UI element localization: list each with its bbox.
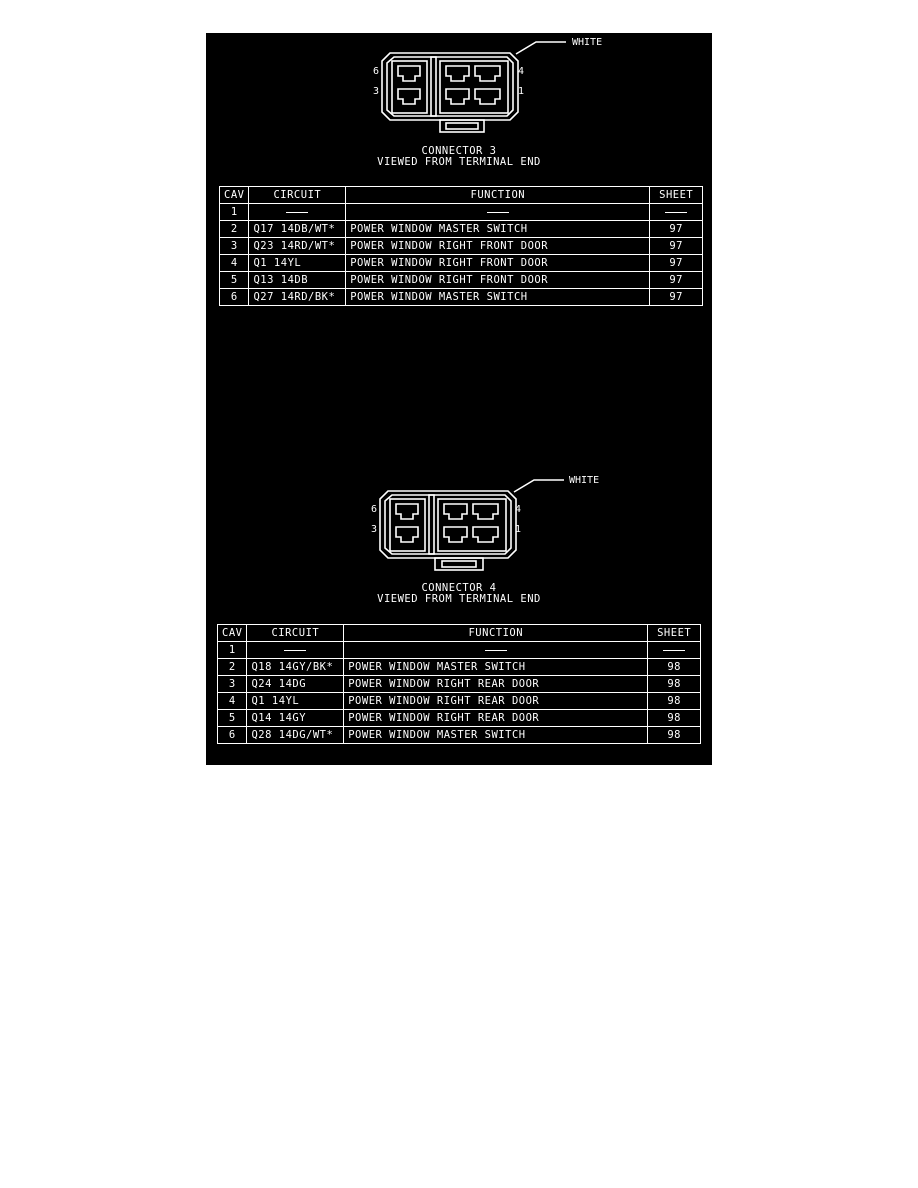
table-row: 4 Q1 14YL POWER WINDOW RIGHT REAR DOOR 9… xyxy=(216,692,701,710)
table-header-row: CAV CIRCUIT FUNCTION SHEET xyxy=(216,624,701,642)
connector-3-pin-3-label: 3 xyxy=(373,86,379,97)
cav-cell: 4 xyxy=(218,254,250,272)
sheet-cell: 98 xyxy=(647,692,701,710)
connector-3-diagram: WHITE 6 3 4 1 xyxy=(206,33,712,193)
cav-cell: 4 xyxy=(216,692,248,710)
connector-4-pin-4-label: 4 xyxy=(515,504,521,515)
cav-cell: 3 xyxy=(216,675,248,693)
circuit-cell: Q1 14YL xyxy=(246,692,345,710)
sheet-cell: 98 xyxy=(647,658,701,676)
circuit-cell: Q1 14YL xyxy=(248,254,347,272)
cav-cell: 1 xyxy=(218,203,250,221)
connector-4-diagram: WHITE 6 3 4 1 xyxy=(206,471,712,631)
connector-4-title: CONNECTOR 4 xyxy=(421,582,497,594)
dash-mark xyxy=(484,649,507,651)
function-cell: POWER WINDOW RIGHT REAR DOOR xyxy=(343,692,649,710)
table-row: 5 Q14 14GY POWER WINDOW RIGHT REAR DOOR … xyxy=(216,709,701,727)
circuit-header: CIRCUIT xyxy=(248,186,347,204)
cav-cell: 3 xyxy=(218,237,250,255)
table-row: 1 xyxy=(218,203,703,221)
function-cell: POWER WINDOW RIGHT REAR DOOR xyxy=(343,675,649,693)
function-header: FUNCTION xyxy=(343,624,649,642)
dash-mark xyxy=(284,649,307,651)
cav-cell: 5 xyxy=(216,709,248,727)
connector-4-pin-1-label: 1 xyxy=(515,524,521,535)
table-row: 6 Q28 14DG/WT* POWER WINDOW MASTER SWITC… xyxy=(216,726,701,744)
table-row: 2 Q18 14GY/BK* POWER WINDOW MASTER SWITC… xyxy=(216,658,701,676)
function-cell: POWER WINDOW MASTER SWITCH xyxy=(343,726,649,744)
sheet-cell: 97 xyxy=(649,271,703,289)
circuit-cell: Q27 14RD/BK* xyxy=(248,288,347,306)
connector-4-pin-3-label: 3 xyxy=(371,524,377,535)
cav-cell: 5 xyxy=(218,271,250,289)
table-header-row: CAV CIRCUIT FUNCTION SHEET xyxy=(218,186,703,204)
circuit-cell: Q14 14GY xyxy=(246,709,345,727)
circuit-header: CIRCUIT xyxy=(246,624,345,642)
table-row: 6 Q27 14RD/BK* POWER WINDOW MASTER SWITC… xyxy=(218,288,703,306)
cav-header: CAV xyxy=(216,624,248,642)
sheet-cell: 97 xyxy=(649,220,703,238)
function-cell: POWER WINDOW RIGHT REAR DOOR xyxy=(343,709,649,727)
sheet-cell: 97 xyxy=(649,288,703,306)
connector-3-table: CAV CIRCUIT FUNCTION SHEET 1 2 Q17 14DB/… xyxy=(218,186,703,306)
table-row: 1 xyxy=(216,641,701,659)
connector-4-color-label: WHITE xyxy=(569,475,599,486)
cav-cell: 6 xyxy=(218,288,250,306)
function-cell: POWER WINDOW MASTER SWITCH xyxy=(345,220,651,238)
sheet-cell: 97 xyxy=(649,237,703,255)
table-row: 3 Q23 14RD/WT* POWER WINDOW RIGHT FRONT … xyxy=(218,237,703,255)
dash-mark xyxy=(663,649,686,651)
sheet-header: SHEET xyxy=(649,186,703,204)
sheet-cell: 98 xyxy=(647,709,701,727)
table-row: 5 Q13 14DB POWER WINDOW RIGHT FRONT DOOR… xyxy=(218,271,703,289)
sheet-cell-empty xyxy=(649,203,703,221)
connector-4-subtitle: VIEWED FROM TERMINAL END xyxy=(377,593,541,605)
function-cell: POWER WINDOW RIGHT FRONT DOOR xyxy=(345,254,651,272)
cav-cell: 2 xyxy=(216,658,248,676)
connector-4-drawing: WHITE 6 3 4 1 xyxy=(371,475,599,571)
connector-4-pin-6-label: 6 xyxy=(371,504,377,515)
circuit-cell: Q13 14DB xyxy=(248,271,347,289)
function-cell: POWER WINDOW RIGHT FRONT DOOR xyxy=(345,271,651,289)
connector-3-title: CONNECTOR 3 xyxy=(421,145,497,157)
connector-3-color-label: WHITE xyxy=(572,37,602,48)
connector-3-pin-1-label: 1 xyxy=(518,86,524,97)
connector-3-pin-4-label: 4 xyxy=(518,66,524,77)
sheet-cell: 98 xyxy=(647,675,701,693)
cav-cell: 6 xyxy=(216,726,248,744)
circuit-cell: Q24 14DG xyxy=(246,675,345,693)
sheet-header: SHEET xyxy=(647,624,701,642)
function-cell-empty xyxy=(343,641,649,659)
table-row: 4 Q1 14YL POWER WINDOW RIGHT FRONT DOOR … xyxy=(218,254,703,272)
sheet-cell-empty xyxy=(647,641,701,659)
cav-cell: 1 xyxy=(216,641,248,659)
wiring-diagram-panel: WHITE 6 3 4 1 CONNECTOR 3 VIEWED FROM TE… xyxy=(206,33,712,765)
sheet-cell: 97 xyxy=(649,254,703,272)
dash-mark xyxy=(486,211,509,213)
function-cell: POWER WINDOW RIGHT FRONT DOOR xyxy=(345,237,651,255)
circuit-cell-empty xyxy=(246,641,345,659)
function-cell: POWER WINDOW MASTER SWITCH xyxy=(345,288,651,306)
cav-cell: 2 xyxy=(218,220,250,238)
table-row: 3 Q24 14DG POWER WINDOW RIGHT REAR DOOR … xyxy=(216,675,701,693)
connector-3-pin-6-label: 6 xyxy=(373,66,379,77)
circuit-cell: Q28 14DG/WT* xyxy=(246,726,345,744)
connector-4-table: CAV CIRCUIT FUNCTION SHEET 1 2 Q18 14GY/… xyxy=(216,624,701,744)
sheet-cell: 98 xyxy=(647,726,701,744)
function-cell: POWER WINDOW MASTER SWITCH xyxy=(343,658,649,676)
function-cell-empty xyxy=(345,203,651,221)
connector-3-drawing: WHITE 6 3 4 1 xyxy=(373,37,602,133)
dash-mark xyxy=(286,211,309,213)
table-row: 2 Q17 14DB/WT* POWER WINDOW MASTER SWITC… xyxy=(218,220,703,238)
function-header: FUNCTION xyxy=(345,186,651,204)
connector-3-subtitle: VIEWED FROM TERMINAL END xyxy=(377,156,541,168)
circuit-cell: Q23 14RD/WT* xyxy=(248,237,347,255)
cav-header: CAV xyxy=(218,186,250,204)
circuit-cell-empty xyxy=(248,203,347,221)
circuit-cell: Q18 14GY/BK* xyxy=(246,658,345,676)
circuit-cell: Q17 14DB/WT* xyxy=(248,220,347,238)
dash-mark xyxy=(665,211,688,213)
